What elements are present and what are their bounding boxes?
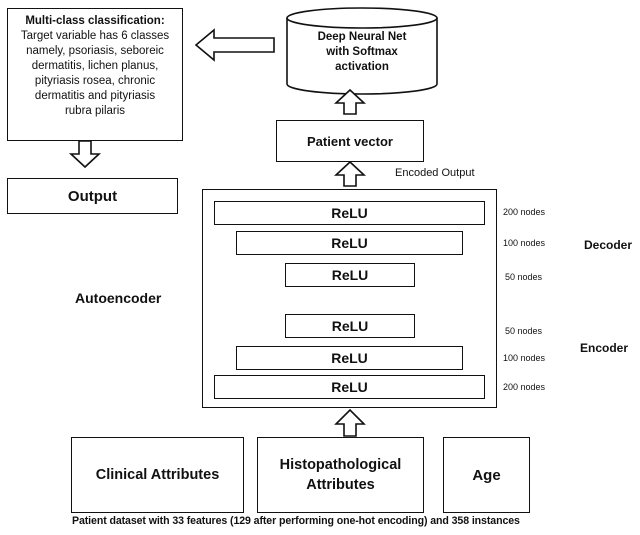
classification-line: rubra pilaris [64,105,126,117]
patient-vector-label: Patient vector [307,133,393,149]
relu-label: ReLU [331,235,368,251]
node-count: 200 nodes [503,207,546,217]
age-label: Age [472,466,501,484]
dnn-label: Deep Neural Net with Softmax activation [287,30,437,75]
arrow-to-output [68,140,102,169]
arrow-to-dnn [333,88,367,115]
node-count: 100 nodes [503,353,546,363]
relu-layer: ReLU [285,314,415,338]
histopathological-line: Attributes [306,477,375,493]
arrow-to-autoencoder [334,408,366,437]
node-count: 50 nodes [505,326,543,336]
relu-layer: ReLU [214,375,485,399]
relu-label: ReLU [331,205,368,221]
classification-line: Target variable has 6 classes [20,30,170,42]
histopathological-attributes-box: Histopathological Attributes [257,437,424,513]
classification-line: dermatitis, lichen planus, [31,60,159,72]
relu-layer: ReLU [236,231,463,255]
autoencoder-frame [202,189,497,408]
dnn-line: activation [335,61,389,73]
relu-label: ReLU [331,267,369,283]
clinical-attributes-label: Clinical Attributes [95,467,220,483]
patient-vector-box: Patient vector [276,120,424,162]
output-label: Output [67,187,118,205]
histopathological-line: Histopathological [279,457,402,473]
dnn-cylinder-shape [286,7,438,95]
arrow-to-patient-vector [333,160,367,187]
relu-layer: ReLU [214,201,485,225]
relu-label: ReLU [331,379,368,395]
arrow-to-classification [194,28,275,62]
encoder-label: Encoder [580,341,629,355]
dnn-line: with Softmax [326,46,398,58]
node-count: 200 nodes [503,382,546,392]
relu-layer: ReLU [285,263,415,287]
age-box: Age [443,437,530,513]
classification-line: dermatitis and pityriasis [34,90,156,102]
output-box: Output [7,178,178,214]
classification-box: Multi-class classification: Target varia… [7,8,183,141]
node-count: 100 nodes [503,238,546,248]
footer-caption: Patient dataset with 33 features (129 af… [72,515,520,527]
relu-label: ReLU [331,318,369,334]
relu-layer: ReLU [236,346,463,370]
encoded-output-label: Encoded Output [395,167,475,179]
dnn-line: Deep Neural Net [317,31,407,43]
classification-line: namely, psoriasis, seboreic [26,45,164,57]
classification-title: Multi-class classification: [25,15,165,27]
classification-line: pityriasis rosea, chronic [34,75,156,87]
clinical-attributes-box: Clinical Attributes [71,437,244,513]
node-count: 50 nodes [505,272,543,282]
decoder-label: Decoder [584,238,633,252]
relu-label: ReLU [331,350,368,366]
autoencoder-label: Autoencoder [75,290,162,306]
